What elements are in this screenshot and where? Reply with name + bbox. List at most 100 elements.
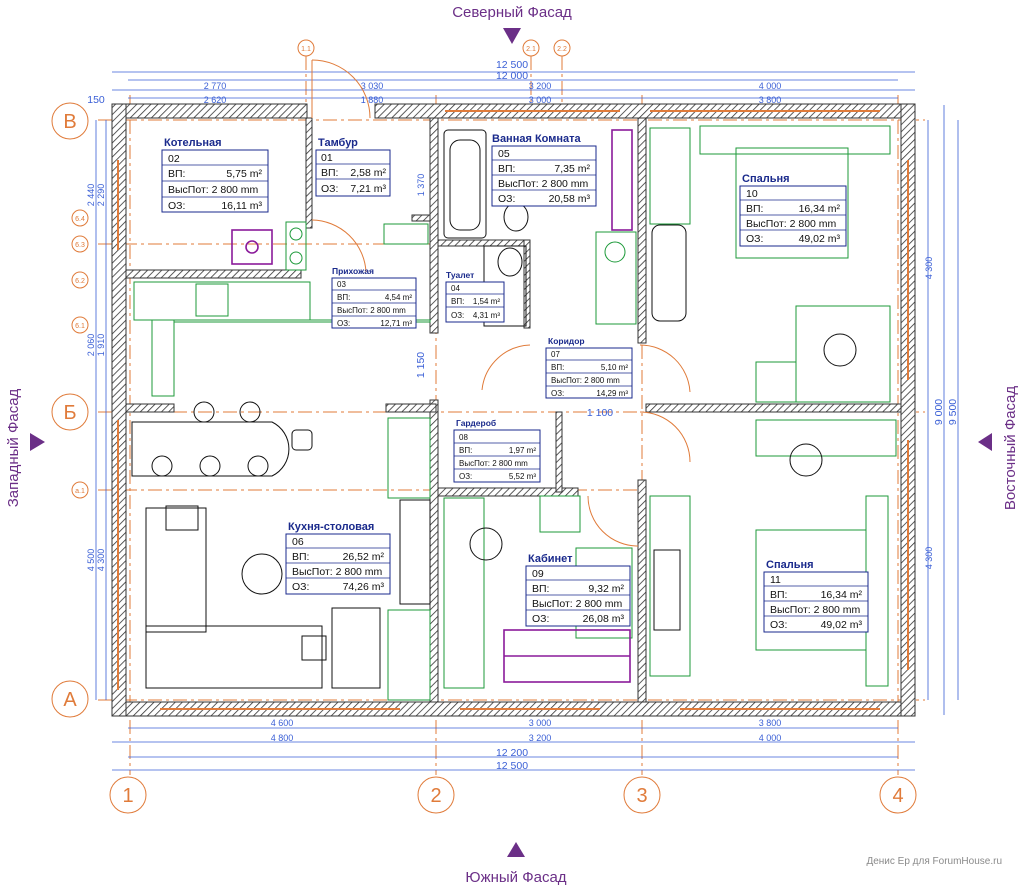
svg-text:1 880: 1 880 <box>361 95 384 105</box>
dim-top-total-inner: 12 000 <box>496 70 528 82</box>
svg-text:1,97 m²: 1,97 m² <box>509 446 536 455</box>
furniture-outlines <box>131 125 897 701</box>
office-chairs <box>469 333 857 561</box>
svg-text:03: 03 <box>337 280 346 289</box>
svg-text:3 200: 3 200 <box>529 81 552 91</box>
svg-text:01: 01 <box>321 152 333 164</box>
room-tag-prikhozhaya: Прихожая 03 ВП: 4,54 m² ВысПот: 2 800 mm… <box>331 266 417 329</box>
svg-text:4,31 m³: 4,31 m³ <box>473 311 500 320</box>
svg-text:2.2: 2.2 <box>557 46 567 53</box>
room-tag-kukhnya: Кухня-столовая 06 ВП: 26,52 m² ВысПот: 2… <box>285 521 391 595</box>
svg-text:4 300: 4 300 <box>924 547 934 570</box>
svg-text:ВысПот: 2 800 mm: ВысПот: 2 800 mm <box>551 376 620 385</box>
room-tag-tambur: Тамбур 01 ВП: 2,58 m² ОЗ: 7,21 m³ <box>315 137 391 197</box>
room-name: Спальня <box>742 173 790 185</box>
svg-text:ВП:: ВП: <box>321 167 338 179</box>
svg-text:16,34 m²: 16,34 m² <box>821 589 863 601</box>
svg-text:16,11 m³: 16,11 m³ <box>221 200 262 212</box>
svg-text:ВысПот: 2 800 mm: ВысПот: 2 800 mm <box>532 598 623 610</box>
svg-text:ОЗ:: ОЗ: <box>498 193 515 205</box>
dim-top-total-outer: 12 500 <box>496 59 528 71</box>
author-credit: Денис Ер для ForumHouse.ru <box>866 856 1002 867</box>
svg-text:4 300: 4 300 <box>924 257 934 280</box>
svg-text:6.1: 6.1 <box>75 323 85 330</box>
dim-interior-1370: 1 370 <box>416 174 426 197</box>
east-facade-label: Восточный Фасад <box>1002 386 1019 511</box>
svg-text:4 800: 4 800 <box>271 733 294 743</box>
svg-text:5,10 m²: 5,10 m² <box>601 363 628 372</box>
left-dimensions: 2 440 2 290 2 060 1 910 4 500 4 300 <box>86 120 107 700</box>
east-facade-arrow <box>978 433 992 451</box>
svg-text:05: 05 <box>498 148 510 160</box>
room-tag-koridor: Коридор 07 ВП: 5,10 m² ВысПот: 2 800 mm … <box>545 336 633 399</box>
svg-text:ВП:: ВП: <box>337 293 350 302</box>
grid-minor-markers: 1.1 2.1 2.2 6.4 6.3 6.2 6.1 a.1 <box>71 39 571 499</box>
svg-text:5,52 m³: 5,52 m³ <box>509 472 536 481</box>
bottom-dimensions: 4 600 3 000 3 800 4 800 3 200 4 000 12 2… <box>112 718 915 772</box>
svg-text:ОЗ:: ОЗ: <box>337 319 350 328</box>
purple-fixtures <box>231 129 633 683</box>
svg-text:4 300: 4 300 <box>96 549 106 572</box>
svg-text:ВысПот: 2 800 mm: ВысПот: 2 800 mm <box>746 218 837 230</box>
svg-text:16,34 m²: 16,34 m² <box>799 203 841 215</box>
svg-text:04: 04 <box>451 284 460 293</box>
svg-text:ОЗ:: ОЗ: <box>321 183 338 195</box>
svg-text:ОЗ:: ОЗ: <box>168 200 185 212</box>
svg-text:6.2: 6.2 <box>75 278 85 285</box>
dim-interior-1100: 1 100 <box>587 407 613 419</box>
svg-text:6.4: 6.4 <box>75 216 85 223</box>
svg-text:ВП:: ВП: <box>551 363 564 372</box>
svg-text:4,54 m²: 4,54 m² <box>385 293 412 302</box>
svg-text:a.1: a.1 <box>75 488 85 495</box>
svg-text:6.3: 6.3 <box>75 242 85 249</box>
north-facade-arrow <box>503 28 521 44</box>
dim-interior-1150: 1 150 <box>415 352 427 378</box>
svg-text:2.1: 2.1 <box>526 46 536 53</box>
svg-text:49,02 m³: 49,02 m³ <box>799 233 841 245</box>
room-name: Спальня <box>766 559 814 571</box>
svg-text:ОЗ:: ОЗ: <box>459 472 472 481</box>
svg-text:2 060: 2 060 <box>86 334 96 357</box>
svg-text:09: 09 <box>532 568 544 580</box>
room-name: Гардероб <box>456 418 496 428</box>
grid-marker-v: В <box>63 111 76 133</box>
svg-text:ВП:: ВП: <box>459 446 472 455</box>
svg-text:5,75 m²: 5,75 m² <box>226 168 262 180</box>
room-tag-vannaya: Ванная Комната 05 ВП: 7,35 m² ВысПот: 2 … <box>491 133 597 207</box>
room-tag-kotelnaya: Котельная 02 ВП: 5,75 m² ВысПот: 2 800 m… <box>161 137 269 213</box>
svg-text:ВП:: ВП: <box>451 297 464 306</box>
svg-text:2 290: 2 290 <box>96 184 106 207</box>
svg-text:11: 11 <box>770 574 781 586</box>
svg-text:08: 08 <box>459 433 468 442</box>
west-facade-label: Западный Фасад <box>5 388 22 507</box>
svg-text:4 500: 4 500 <box>86 549 96 572</box>
svg-text:1.1: 1.1 <box>301 46 311 53</box>
room-name: Тамбур <box>318 137 358 149</box>
svg-text:ОЗ:: ОЗ: <box>746 233 763 245</box>
dim-right-total-outer: 9 500 <box>947 399 959 425</box>
right-dimensions: 9 000 9 500 4 300 4 300 <box>924 105 959 715</box>
grid-marker-4: 4 <box>892 785 903 807</box>
room-tag-garderob: Гардероб 08 ВП: 1,97 m² ВысПот: 2 800 mm… <box>453 418 541 483</box>
north-facade-label: Северный Фасад <box>452 4 572 21</box>
svg-text:ВысПот: 2 800 mm: ВысПот: 2 800 mm <box>292 566 383 578</box>
grid-marker-3: 3 <box>636 785 647 807</box>
svg-text:ВысПот: 2 800 mm: ВысПот: 2 800 mm <box>770 604 861 616</box>
room-name: Кабинет <box>528 553 573 565</box>
room-name: Коридор <box>548 336 585 346</box>
room-tag-tualet: Туалет 04 ВП: 1,54 m² ОЗ: 4,31 m³ <box>445 270 505 323</box>
room-tag-kabinet: Кабинет 09 ВП: 9,32 m² ВысПот: 2 800 mm … <box>525 553 631 627</box>
svg-text:10: 10 <box>746 188 758 200</box>
svg-text:ВП:: ВП: <box>498 163 515 175</box>
grid-number-markers: 1 2 3 4 <box>109 776 917 814</box>
svg-text:20,58 m³: 20,58 m³ <box>549 193 591 205</box>
svg-text:4 000: 4 000 <box>759 81 782 91</box>
svg-text:ВП:: ВП: <box>532 583 549 595</box>
svg-text:3 030: 3 030 <box>361 81 384 91</box>
room-name: Туалет <box>446 270 474 280</box>
svg-text:3 000: 3 000 <box>529 718 552 728</box>
room-name: Котельная <box>164 137 222 149</box>
svg-text:ВысПот: 2 800 mm: ВысПот: 2 800 mm <box>337 306 406 315</box>
bar-stools <box>151 401 313 477</box>
grid-marker-a: А <box>63 689 77 711</box>
